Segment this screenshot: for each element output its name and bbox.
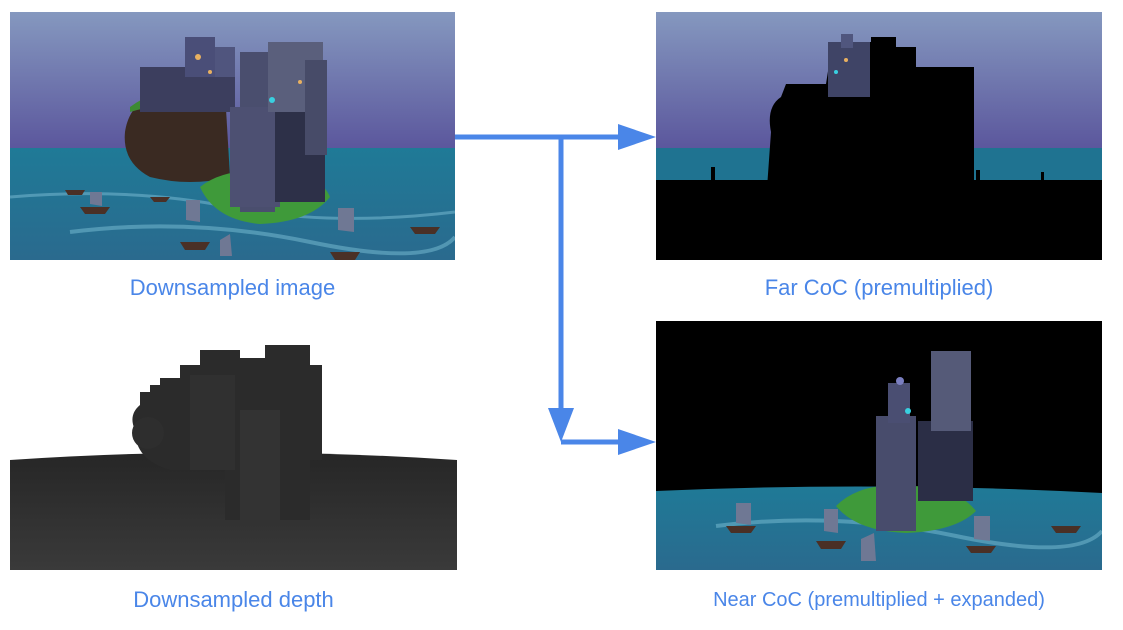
arrow-branch-down bbox=[548, 137, 574, 442]
downsampled-depth-panel bbox=[10, 320, 457, 570]
far-coc-caption: Far CoC (premultiplied) bbox=[764, 275, 994, 300]
downsampled-image-caption: Downsampled image bbox=[129, 275, 336, 300]
downsampled-depth-caption: Downsampled depth bbox=[133, 587, 334, 612]
near-coc-panel bbox=[656, 321, 1102, 570]
near-coc-render bbox=[656, 321, 1102, 570]
far-coc-panel bbox=[656, 12, 1102, 260]
arrow-to-far-coc bbox=[455, 124, 656, 150]
downsampled-depth-render bbox=[10, 320, 457, 570]
downsampled-image-render bbox=[10, 12, 455, 260]
downsampled-image-panel bbox=[10, 12, 455, 260]
near-coc-caption: Near CoC (premultiplied + expanded) bbox=[713, 589, 1045, 611]
far-coc-render bbox=[656, 12, 1102, 260]
arrow-to-near-coc bbox=[561, 429, 656, 455]
